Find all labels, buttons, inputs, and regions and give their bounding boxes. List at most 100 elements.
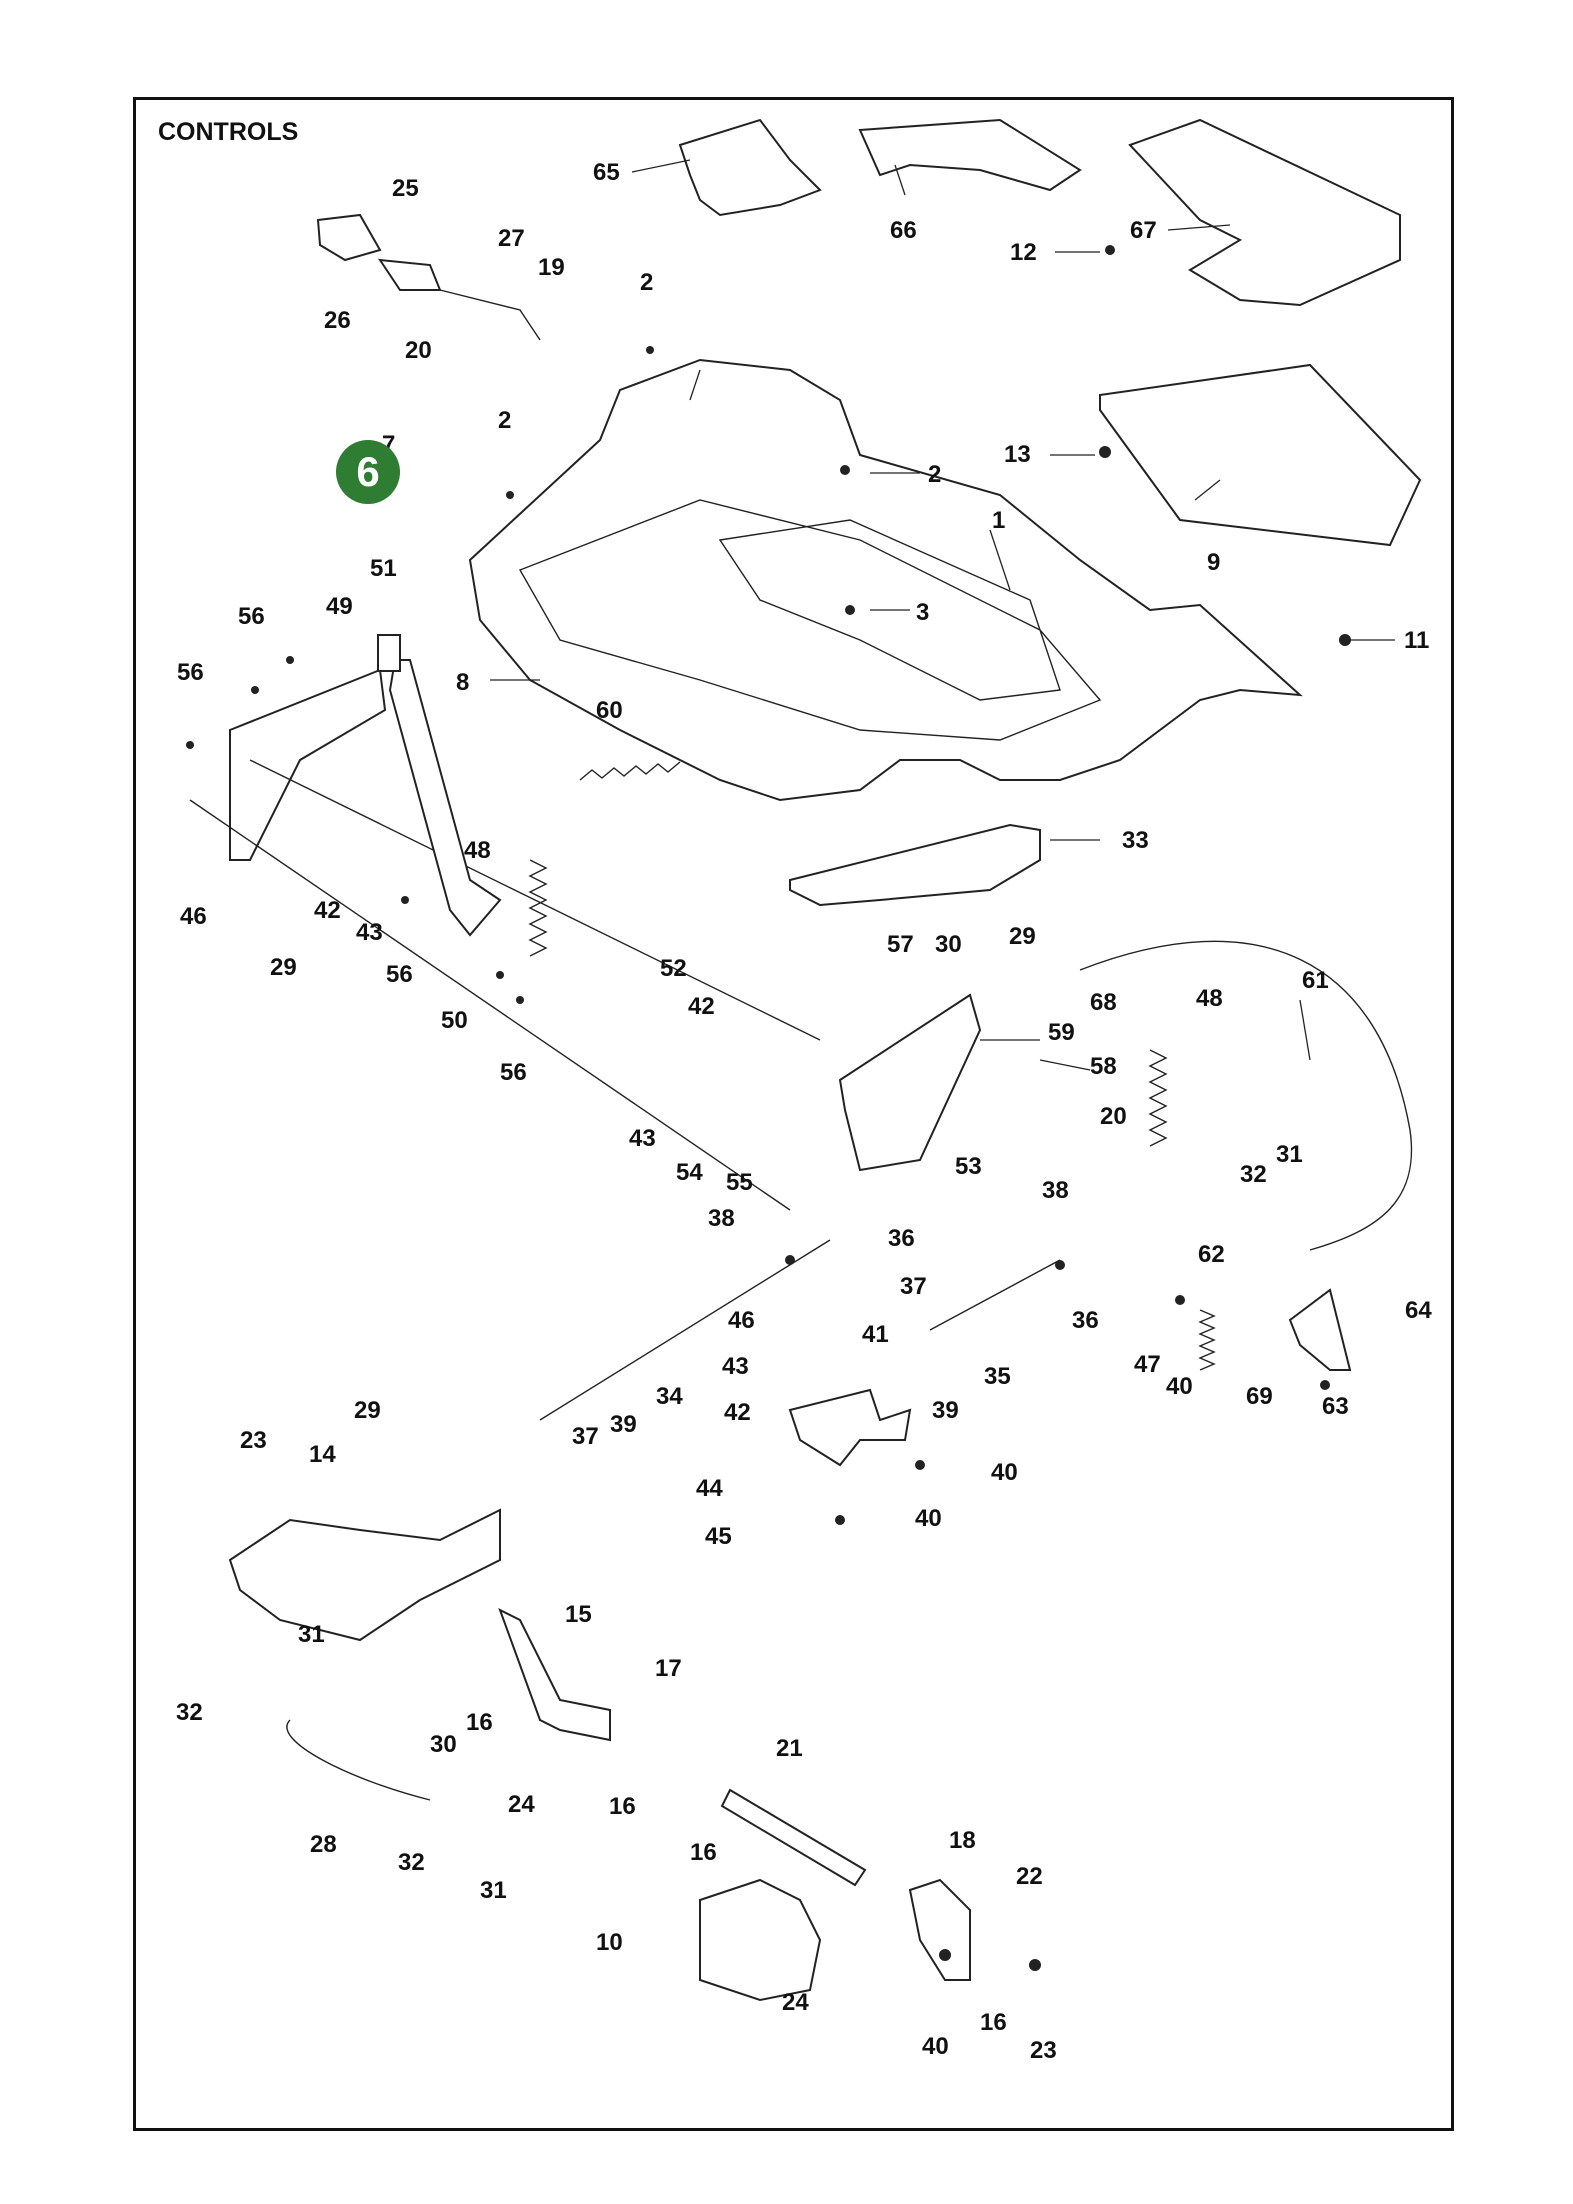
label-43-c: 43 [722, 1353, 749, 1380]
rod-35 [929, 1259, 1061, 1331]
label-43-a: 43 [356, 919, 383, 946]
bracket-41 [788, 1388, 912, 1467]
pivot-arm-50 [388, 659, 502, 937]
shaft-line-lower [189, 799, 791, 1211]
housing-10 [699, 1878, 822, 2002]
bracket-63 [1288, 1288, 1352, 1371]
plate-59 [838, 993, 982, 1172]
body-shell-1 [468, 358, 1303, 802]
label-28: 28 [310, 1831, 337, 1858]
label-49: 49 [326, 593, 353, 620]
label-18: 18 [949, 1827, 976, 1854]
label-31-b: 31 [298, 1621, 325, 1648]
part-labels: 1 2 2 2 3 7 8 9 10 11 12 13 14 15 16 16 … [176, 159, 1432, 2064]
label-17: 17 [655, 1655, 682, 1682]
bracket-49 [229, 668, 387, 861]
label-27: 27 [498, 225, 525, 252]
section-badge: 6 [336, 440, 400, 504]
label-29-c: 29 [354, 1397, 381, 1424]
label-13: 13 [1004, 441, 1031, 468]
rod-end-51 [377, 634, 401, 672]
label-2-b: 2 [498, 407, 511, 434]
bracket-18 [908, 1878, 971, 1981]
label-62: 62 [1198, 1241, 1225, 1268]
label-42-c: 42 [724, 1399, 751, 1426]
label-32-b: 32 [176, 1699, 203, 1726]
label-39-a: 39 [610, 1411, 637, 1438]
bracket-14 [228, 1508, 501, 1642]
label-48-a: 48 [464, 837, 491, 864]
label-19: 19 [538, 254, 565, 281]
label-55: 55 [726, 1169, 753, 1196]
cable-28 [286, 1719, 431, 1801]
grille-plate-9 [1099, 363, 1422, 547]
label-54: 54 [676, 1159, 703, 1186]
label-68: 68 [1090, 989, 1117, 1016]
label-60: 60 [596, 697, 623, 724]
label-20-b: 20 [1100, 1103, 1127, 1130]
label-69: 69 [1246, 1383, 1273, 1410]
label-22: 22 [1016, 1863, 1043, 1890]
spring-48-right [1148, 1049, 1168, 1147]
label-30-b: 30 [430, 1731, 457, 1758]
label-8: 8 [456, 669, 469, 696]
label-35: 35 [984, 1363, 1011, 1390]
label-61: 61 [1302, 967, 1329, 994]
label-34: 34 [656, 1383, 683, 1410]
shaft-21 [720, 1788, 867, 1887]
label-46-a: 46 [180, 903, 207, 930]
label-40-b: 40 [991, 1459, 1018, 1486]
label-56-a: 56 [238, 603, 265, 630]
pedal-15 [498, 1607, 611, 1742]
floor-mat-66 [858, 118, 1082, 192]
label-3: 3 [916, 599, 929, 626]
label-40-a: 40 [1166, 1373, 1193, 1400]
body-floor-outline [518, 499, 1102, 741]
label-36-a: 36 [888, 1225, 915, 1252]
label-43-b: 43 [629, 1125, 656, 1152]
label-41: 41 [862, 1321, 889, 1348]
label-56-c: 56 [386, 961, 413, 988]
label-38-a: 38 [708, 1205, 735, 1232]
label-20-a: 20 [405, 337, 432, 364]
label-58: 58 [1090, 1053, 1117, 1080]
label-53: 53 [955, 1153, 982, 1180]
label-14: 14 [309, 1441, 336, 1468]
label-57: 57 [887, 931, 914, 958]
label-12: 12 [1010, 239, 1037, 266]
label-44: 44 [696, 1475, 723, 1502]
label-33: 33 [1122, 827, 1149, 854]
spring-62 [1198, 1309, 1216, 1371]
label-37-b: 37 [572, 1423, 599, 1450]
label-26: 26 [324, 307, 351, 334]
label-2-a: 2 [640, 269, 653, 296]
label-16-c: 16 [690, 1839, 717, 1866]
label-29-a: 29 [270, 954, 297, 981]
label-65: 65 [593, 159, 620, 186]
label-67: 67 [1130, 217, 1157, 244]
label-46-b: 46 [728, 1307, 755, 1334]
spring-48-left [528, 859, 548, 957]
cable-61 [1079, 940, 1413, 1251]
label-48-b: 48 [1196, 985, 1223, 1012]
label-1: 1 [992, 507, 1005, 534]
label-24-a: 24 [508, 1791, 535, 1818]
label-63: 63 [1322, 1393, 1349, 1420]
label-40-d: 40 [922, 2033, 949, 2060]
label-59: 59 [1048, 1019, 1075, 1046]
label-16-b: 16 [609, 1793, 636, 1820]
label-32-c: 32 [398, 1849, 425, 1876]
label-15: 15 [565, 1601, 592, 1628]
label-31-a: 31 [1276, 1141, 1303, 1168]
label-32-a: 32 [1240, 1161, 1267, 1188]
floor-mat-67 [1128, 118, 1401, 307]
diagram-frame [133, 97, 1454, 2131]
label-25: 25 [392, 175, 419, 202]
label-51: 51 [370, 555, 397, 582]
label-56-d: 56 [500, 1059, 527, 1086]
spring-60 [579, 761, 681, 781]
handle-26 [316, 213, 382, 262]
label-52: 52 [660, 955, 687, 982]
fasteners [186, 245, 1351, 1971]
